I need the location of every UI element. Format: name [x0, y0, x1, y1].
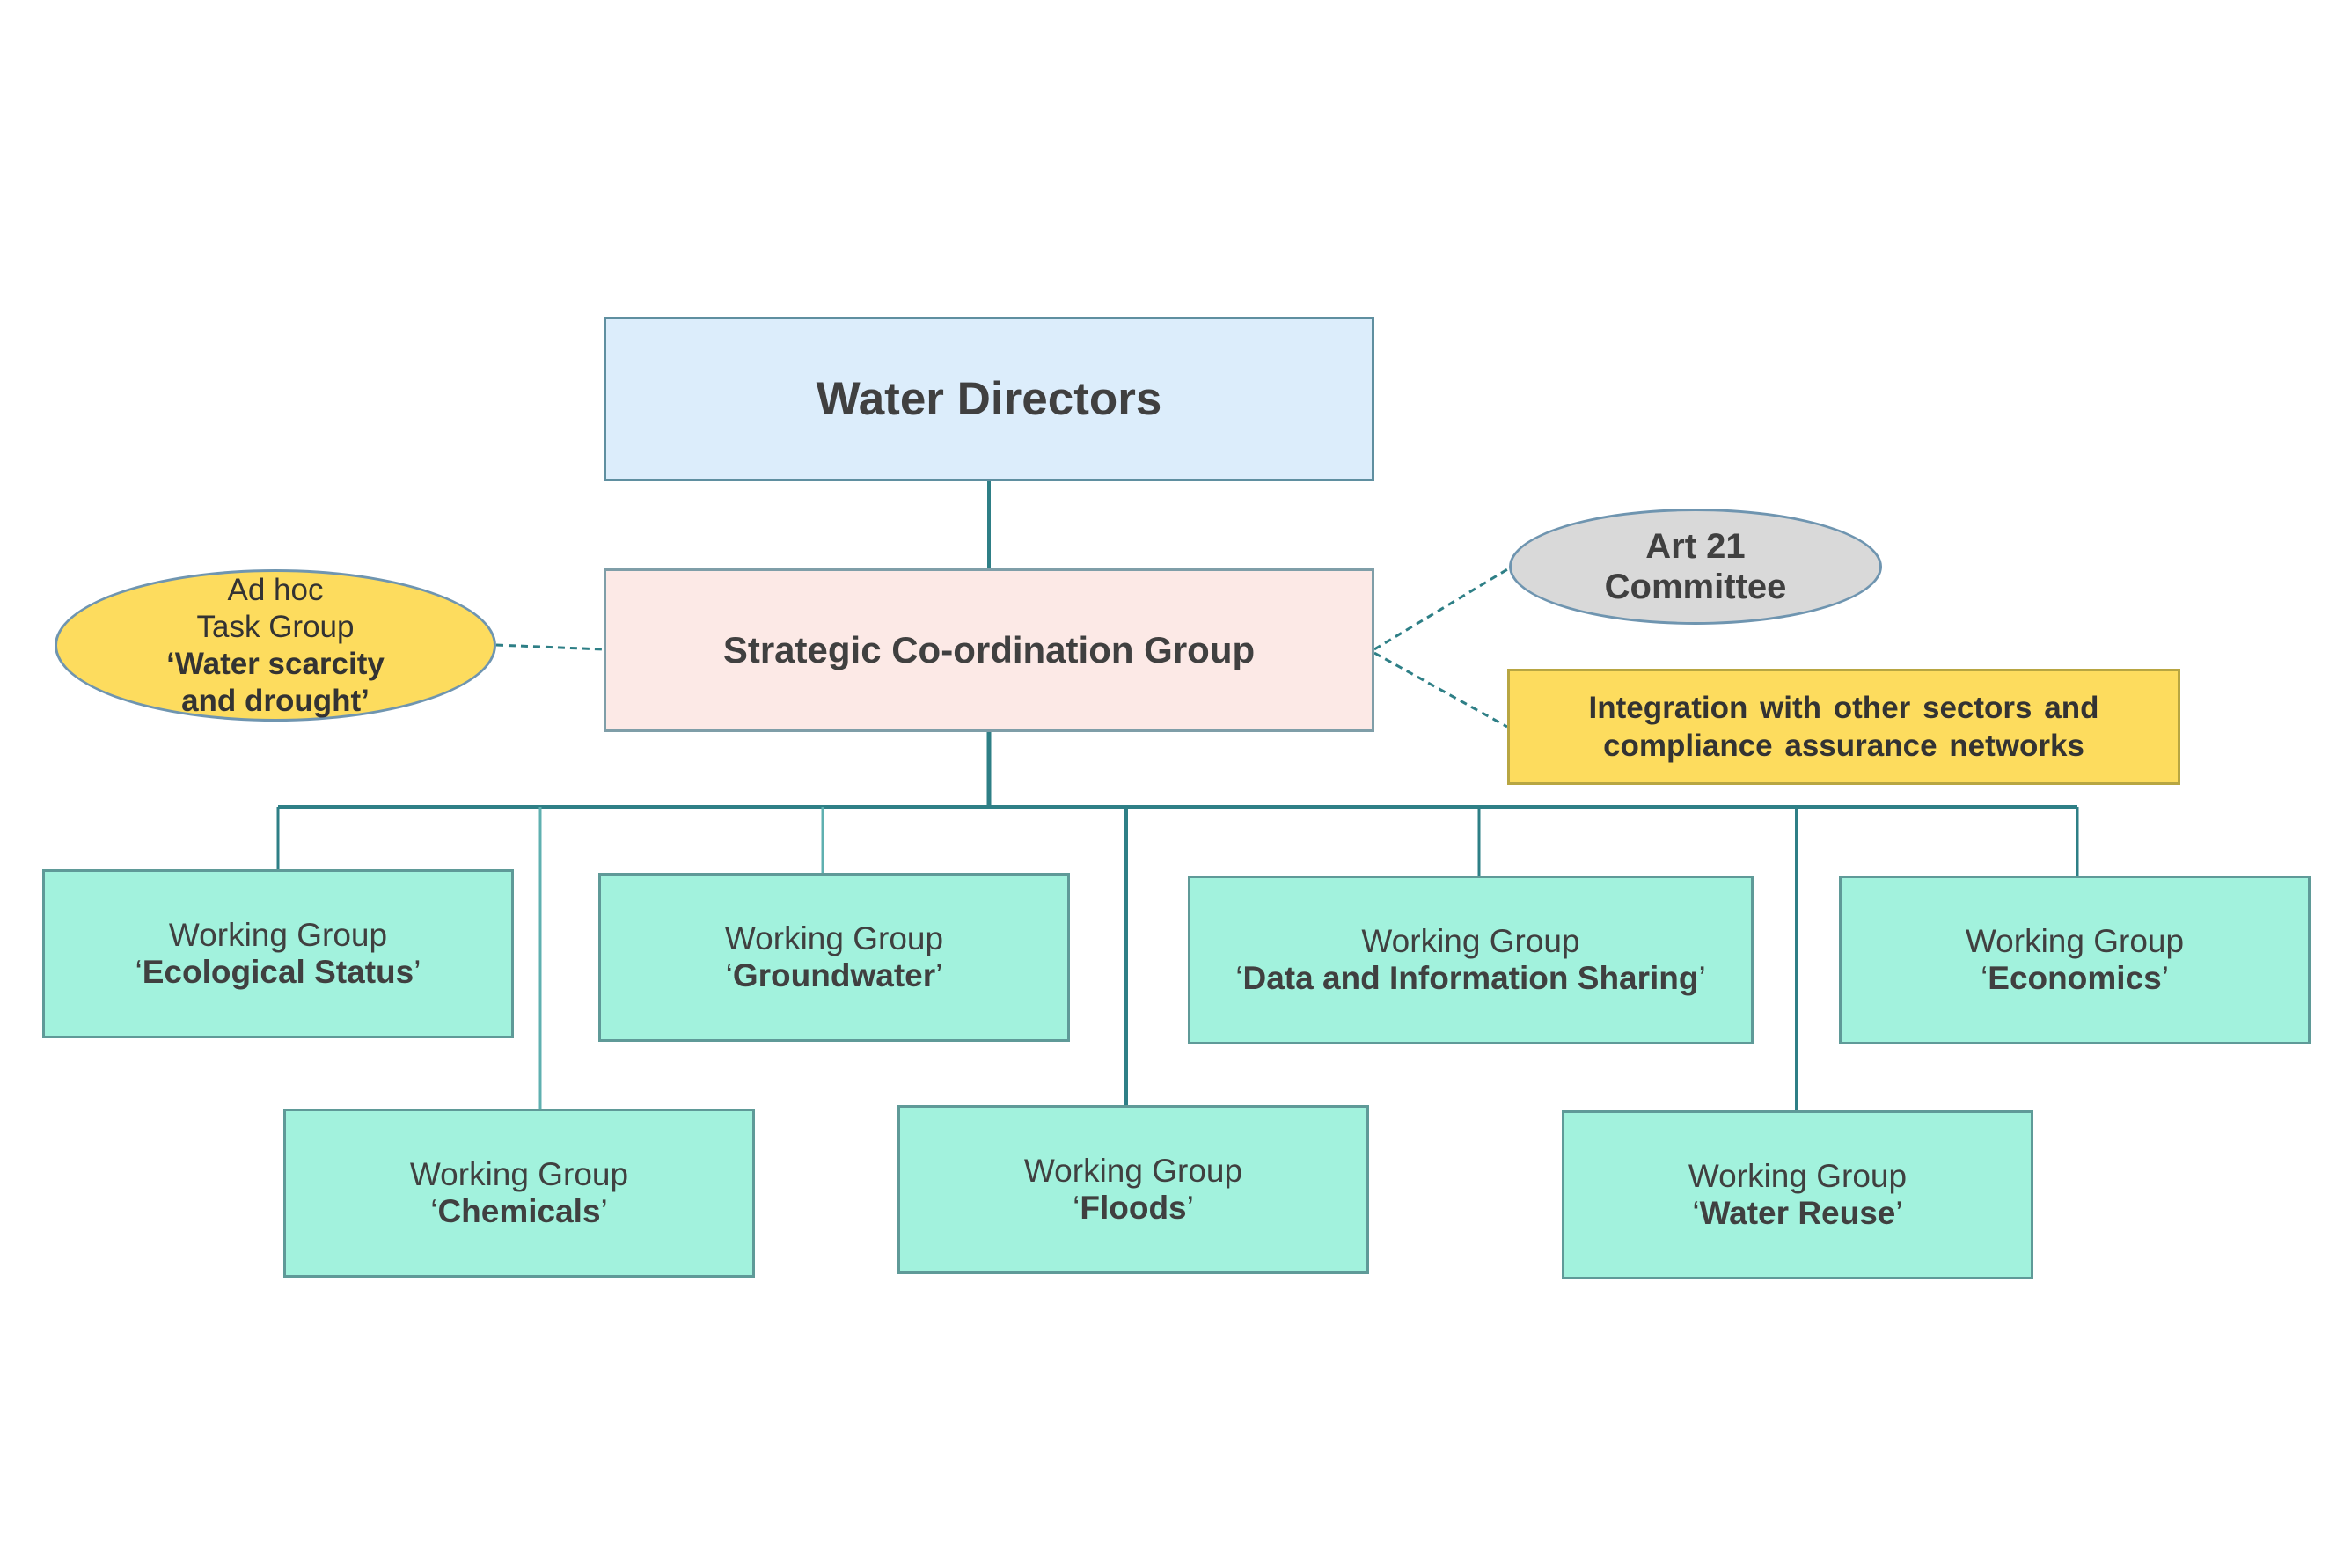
- dashed-connector-adhoc: [495, 643, 604, 651]
- water-directors-box: Water Directors: [604, 317, 1374, 481]
- ad-hoc-task-group-ellipse: Ad hoc Task Group ‘Water scarcity and dr…: [55, 569, 496, 722]
- strategic-coordination-group-label: Strategic Co-ordination Group: [722, 629, 1256, 670]
- working-group-name: ‘Groundwater’: [725, 957, 943, 993]
- working-group-water-reuse: Working Group ‘Water Reuse’: [1562, 1110, 2033, 1279]
- integration-box: Integration with other sectors and compl…: [1507, 669, 2180, 785]
- art21-line-2: Committee: [1604, 568, 1787, 606]
- working-group-name: ‘Economics’: [1981, 960, 2169, 996]
- working-group-prefix: Working Group: [1023, 1153, 1243, 1189]
- strategic-coordination-group-box: Strategic Co-ordination Group: [604, 568, 1374, 732]
- working-group-name: ‘Water Reuse’: [1692, 1195, 1903, 1231]
- water-directors-label: Water Directors: [816, 373, 1162, 425]
- working-group-prefix: Working Group: [1688, 1158, 1908, 1194]
- working-group-prefix: Working Group: [1361, 923, 1580, 959]
- integration-line-2: compliance assurance networks: [1603, 729, 2084, 763]
- working-group-name: ‘Chemicals’: [430, 1193, 608, 1229]
- art21-line-1: Art 21: [1645, 527, 1746, 566]
- working-group-prefix: Working Group: [724, 920, 944, 956]
- ad-hoc-line-3: ‘Water scarcity: [166, 646, 385, 681]
- working-group-name: ‘Floods’: [1073, 1190, 1194, 1226]
- dashed-connector-art21: [1373, 567, 1510, 651]
- dashed-connector-integration: [1373, 651, 1508, 729]
- ad-hoc-line-1: Ad hoc: [227, 572, 324, 607]
- working-group-ecological-status: Working Group ‘Ecological Status’: [42, 869, 514, 1038]
- integration-line-1: Integration with other sectors and: [1588, 691, 2099, 725]
- working-group-name: ‘Data and Information Sharing’: [1235, 960, 1706, 996]
- working-group-chemicals: Working Group ‘Chemicals’: [283, 1109, 755, 1278]
- working-group-name: ‘Ecological Status’: [135, 954, 421, 990]
- working-group-data-information-sharing: Working Group ‘Data and Information Shar…: [1188, 876, 1754, 1044]
- ad-hoc-line-2: Task Group: [196, 609, 355, 644]
- ad-hoc-line-4: and drought’: [181, 683, 370, 718]
- art21-committee-ellipse: Art 21 Committee: [1509, 509, 1882, 625]
- working-group-prefix: Working Group: [1965, 923, 2185, 959]
- working-group-groundwater: Working Group ‘Groundwater’: [598, 873, 1070, 1042]
- working-group-prefix: Working Group: [168, 917, 388, 953]
- working-group-floods: Working Group ‘Floods’: [897, 1105, 1369, 1274]
- working-group-prefix: Working Group: [409, 1156, 629, 1192]
- working-group-economics: Working Group ‘Economics’: [1839, 876, 2311, 1044]
